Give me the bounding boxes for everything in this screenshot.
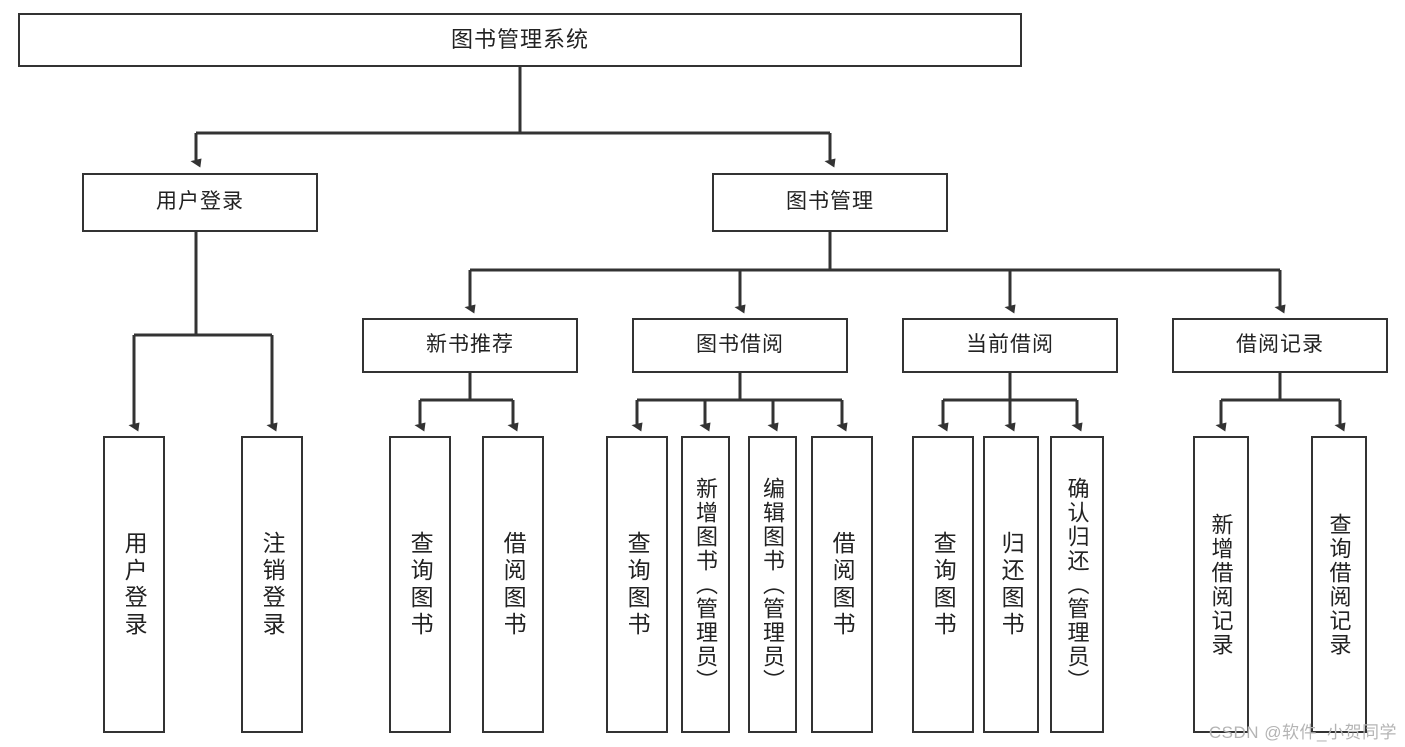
node-leaf-query-record[interactable]: 查询借阅记录 (1311, 436, 1367, 733)
node-user-login-label: 用户登录 (156, 190, 244, 214)
node-leaf-confirm-return-label: 确认归还（管理员） (1064, 476, 1090, 693)
node-leaf-user-login[interactable]: 用户登录 (103, 436, 165, 733)
node-borrow-record[interactable]: 借阅记录 (1172, 318, 1388, 373)
node-leaf-confirm-return[interactable]: 确认归还（管理员） (1050, 436, 1104, 733)
node-book-borrow-label: 图书借阅 (696, 333, 784, 357)
node-leaf-query-book-1-label: 查询图书 (407, 530, 434, 639)
node-book-manage[interactable]: 图书管理 (712, 173, 948, 232)
node-leaf-return-book[interactable]: 归还图书 (983, 436, 1039, 733)
node-leaf-borrow-book-2[interactable]: 借阅图书 (811, 436, 873, 733)
node-leaf-user-login-label: 用户登录 (121, 530, 148, 639)
node-root[interactable]: 图书管理系统 (18, 13, 1022, 67)
node-leaf-add-book[interactable]: 新增图书（管理员） (681, 436, 730, 733)
node-leaf-query-book-2-label: 查询图书 (624, 530, 651, 639)
node-borrow-record-label: 借阅记录 (1236, 333, 1324, 357)
csdn-watermark: CSDN @软件_小贺同学 (1208, 723, 1397, 742)
node-current-borrow-label: 当前借阅 (966, 333, 1054, 357)
node-leaf-return-book-label: 归还图书 (998, 530, 1025, 639)
node-leaf-borrow-book-1[interactable]: 借阅图书 (482, 436, 544, 733)
node-new-book-recommend-label: 新书推荐 (426, 333, 514, 357)
node-current-borrow[interactable]: 当前借阅 (902, 318, 1118, 373)
node-book-manage-label: 图书管理 (786, 190, 874, 214)
node-leaf-add-record[interactable]: 新增借阅记录 (1193, 436, 1249, 733)
node-book-borrow[interactable]: 图书借阅 (632, 318, 848, 373)
node-leaf-add-record-label: 新增借阅记录 (1208, 512, 1234, 657)
node-leaf-user-logout-label: 注销登录 (259, 530, 286, 639)
node-leaf-borrow-book-2-label: 借阅图书 (829, 530, 856, 639)
node-leaf-add-book-label: 新增图书（管理员） (693, 476, 719, 693)
node-leaf-edit-book-label: 编辑图书（管理员） (760, 476, 786, 693)
node-leaf-borrow-book-1-label: 借阅图书 (500, 530, 527, 639)
node-leaf-query-book-3-label: 查询图书 (930, 530, 957, 639)
node-leaf-edit-book[interactable]: 编辑图书（管理员） (748, 436, 797, 733)
node-root-label: 图书管理系统 (450, 27, 589, 53)
node-leaf-query-record-label: 查询借阅记录 (1326, 512, 1352, 657)
node-leaf-query-book-3[interactable]: 查询图书 (912, 436, 974, 733)
node-leaf-query-book-2[interactable]: 查询图书 (606, 436, 668, 733)
node-user-login[interactable]: 用户登录 (82, 173, 318, 232)
node-leaf-query-book-1[interactable]: 查询图书 (389, 436, 451, 733)
node-leaf-user-logout[interactable]: 注销登录 (241, 436, 303, 733)
node-new-book-recommend[interactable]: 新书推荐 (362, 318, 578, 373)
